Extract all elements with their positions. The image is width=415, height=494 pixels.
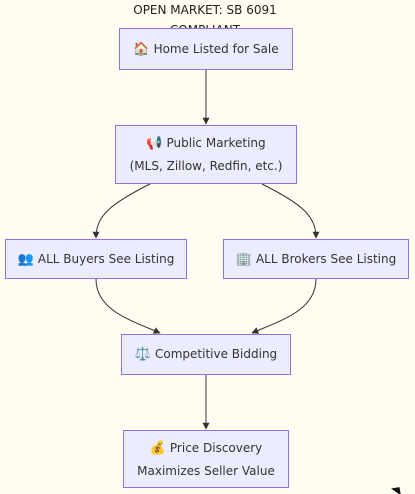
node-public-marketing[interactable]: 📢Public Marketing (MLS, Zillow, Redfin, …: [115, 125, 297, 184]
node-price-discovery-label: Price Discovery: [169, 440, 263, 455]
office-building-icon: 🏢: [235, 251, 252, 267]
money-bag-icon: 💰: [149, 440, 166, 456]
edge-brokers-to-bidding: [251, 278, 317, 334]
node-home-listed[interactable]: 🏠Home Listed for Sale: [119, 28, 293, 70]
people-icon: 👥: [17, 251, 34, 267]
scales-icon: ⚖️: [134, 347, 152, 362]
edge-marketing-to-buyers: [92, 183, 151, 239]
node-all-brokers-label: ALL Brokers See Listing: [255, 251, 397, 266]
house-icon: 🏠: [133, 41, 150, 57]
node-competitive-bidding-label: Competitive Bidding: [155, 347, 278, 361]
diagram-title: OPEN MARKET: SB 6091 COMPLIANT: [55, 0, 355, 28]
edge-buyers-to-bidding: [95, 278, 161, 334]
node-price-discovery-sublabel: Maximizes Seller Value: [137, 463, 275, 478]
node-all-buyers[interactable]: 👥ALL Buyers See Listing: [5, 239, 187, 279]
diagram-title-line-1: OPEN MARKET: SB 6091: [133, 3, 277, 17]
node-public-marketing-sublabel: (MLS, Zillow, Redfin, etc.): [129, 159, 283, 173]
node-all-buyers-label: ALL Buyers See Listing: [37, 251, 175, 266]
edge-marketing-to-brokers: [261, 183, 320, 239]
megaphone-icon: 📢: [146, 136, 163, 151]
node-competitive-bidding[interactable]: ⚖️Competitive Bidding: [121, 334, 291, 375]
node-public-marketing-label: Public Marketing: [166, 136, 266, 150]
diagram-title-line-2: COMPLIANT: [55, 20, 355, 28]
node-all-brokers[interactable]: 🏢ALL Brokers See Listing: [223, 239, 409, 279]
node-home-listed-label: Home Listed for Sale: [153, 41, 279, 56]
node-price-discovery[interactable]: 💰Price Discovery Maximizes Seller Value: [123, 430, 289, 488]
